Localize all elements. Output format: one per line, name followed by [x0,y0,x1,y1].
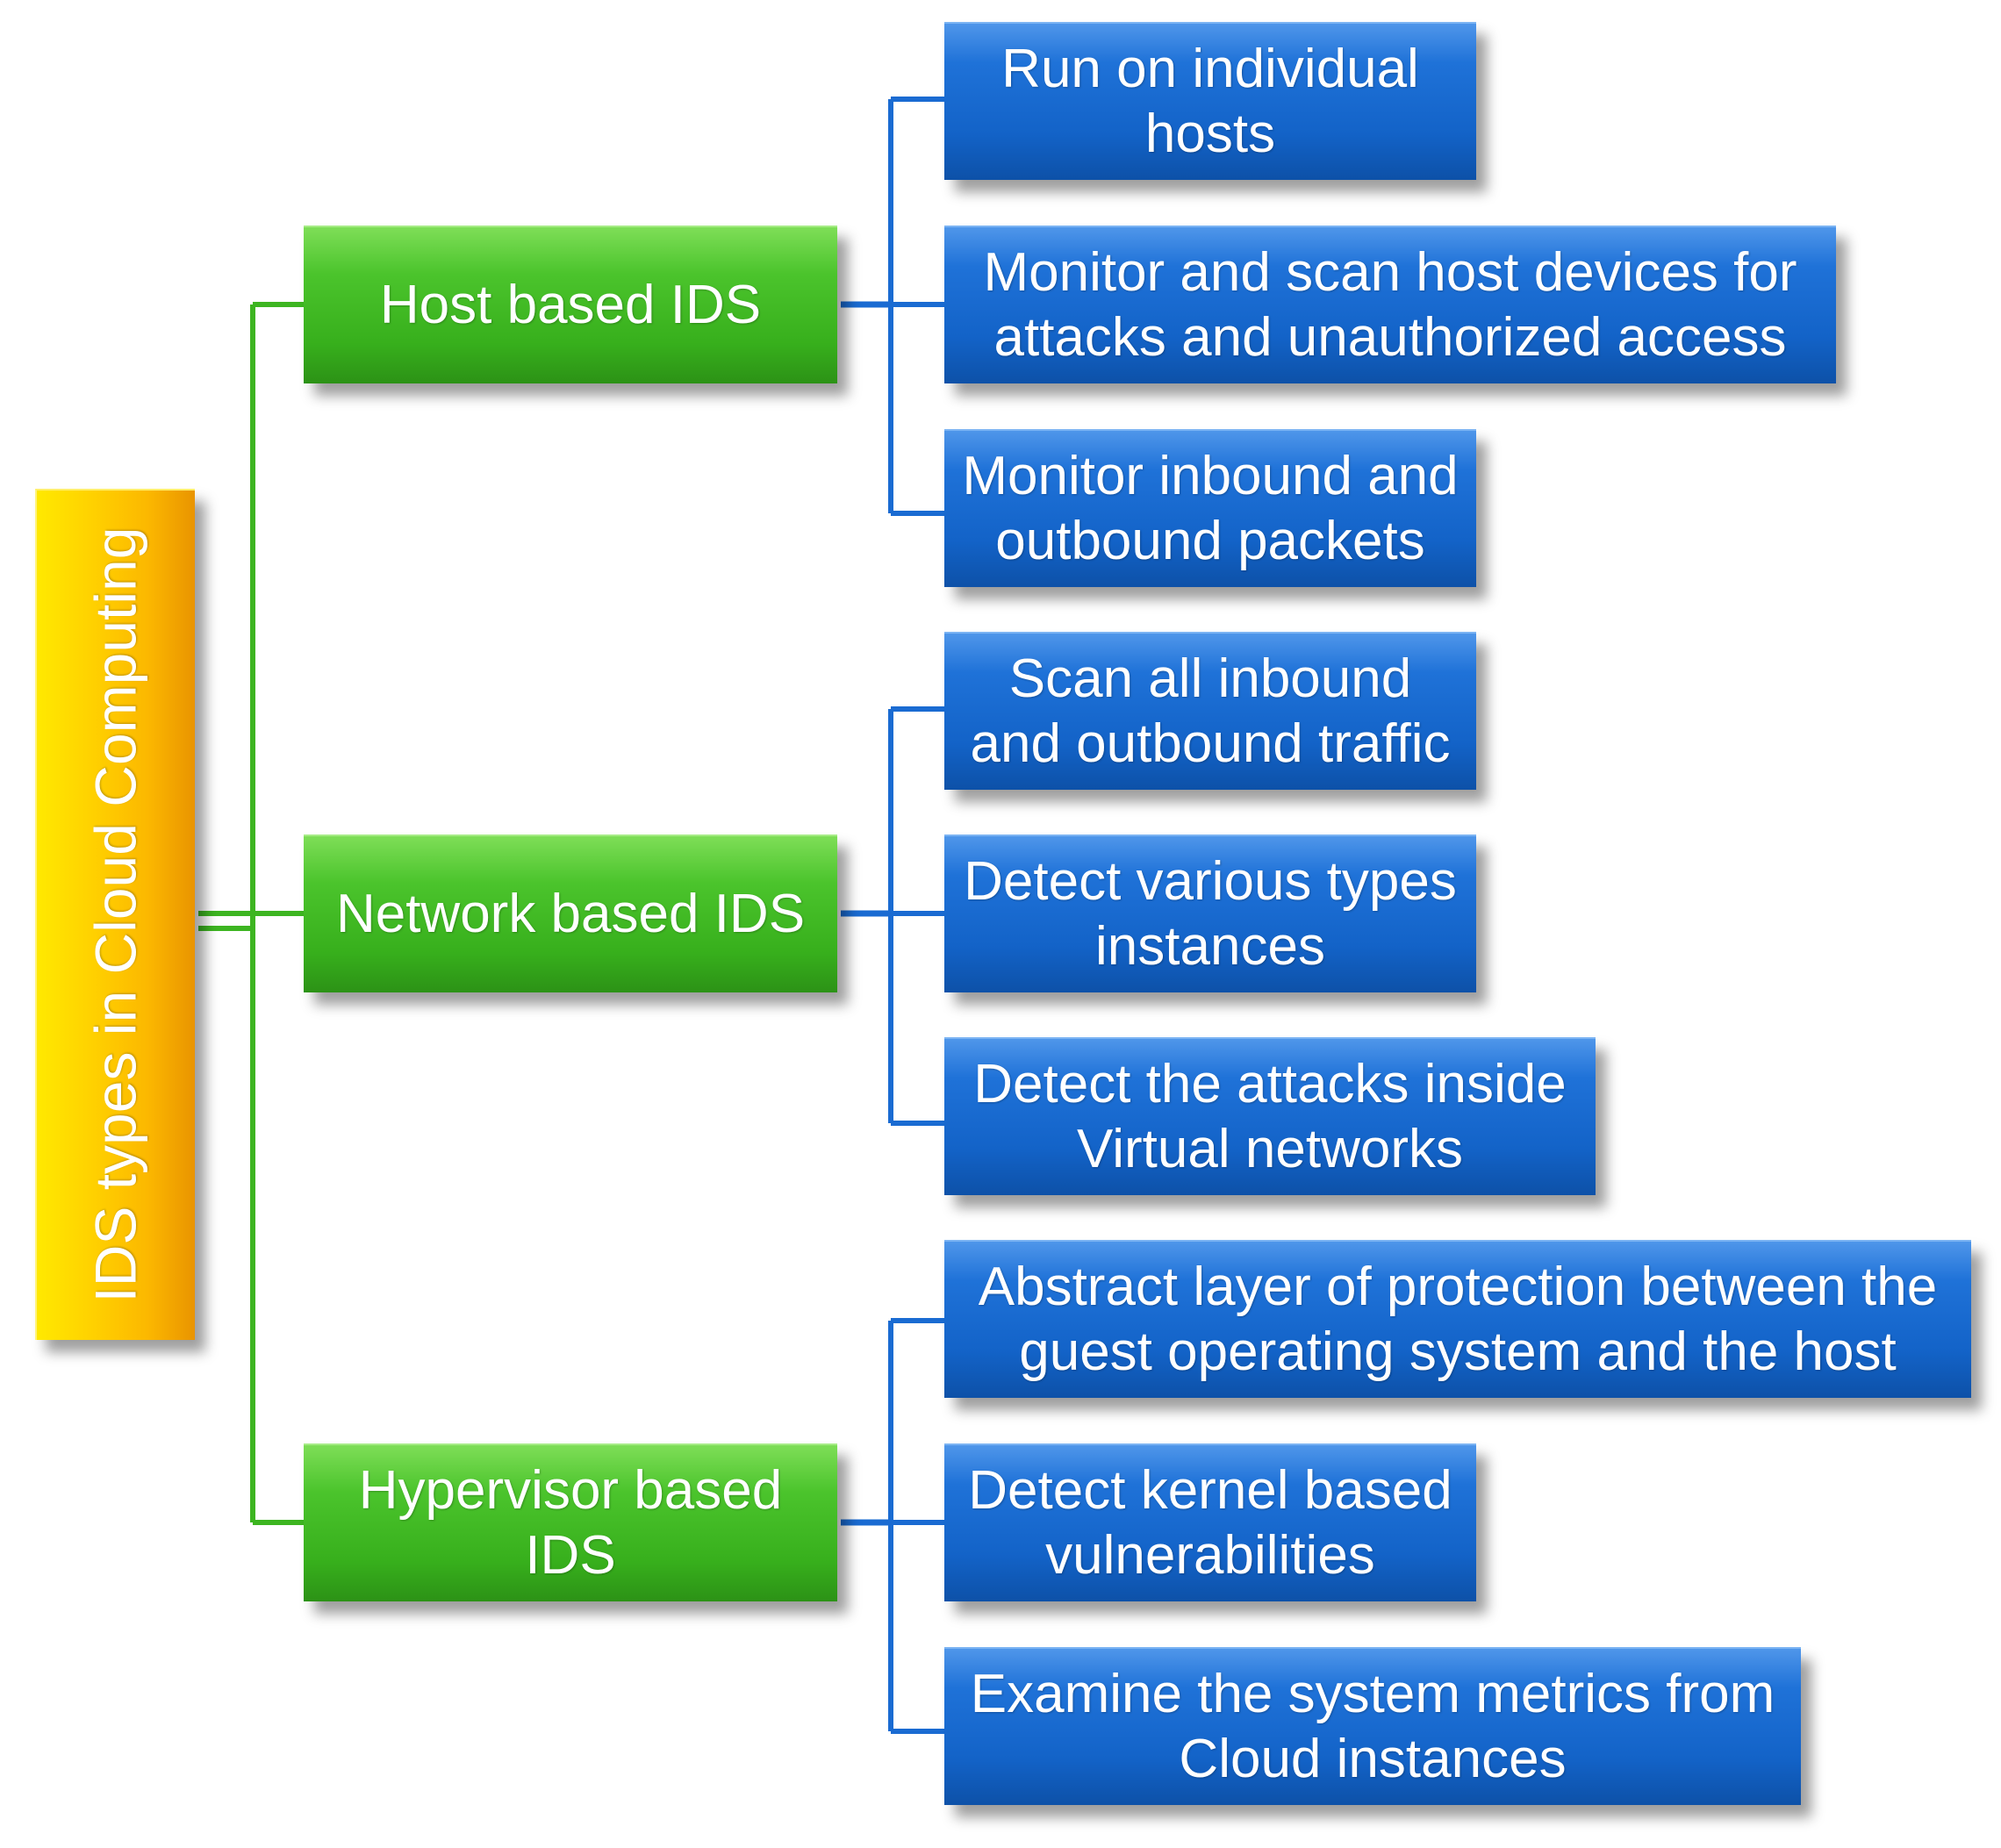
category-host-based-ids: Host based IDS [304,226,837,383]
category-label: Network based IDS [335,883,806,944]
root-to-category-connectors [198,302,304,1525]
item-label: Abstract layer of protection between the… [978,1256,1938,1382]
network-item-detect-instances: Detect various types instances [944,834,1476,992]
host-item-run-on-individual-hosts: Run on individual hosts [944,22,1476,180]
item-label: Monitor inbound and outbound packets [962,445,1459,571]
item-label: Detect various types instances [964,850,1457,977]
item-label: Detect kernel based vulnerabilities [968,1459,1452,1586]
item-label: Monitor and scan host devices for attack… [983,241,1797,368]
host-item-monitor-and-scan: Monitor and scan host devices for attack… [944,226,1836,383]
root-node: IDS types in Cloud Computing [35,489,195,1340]
category-network-based-ids: Network based IDS [304,834,837,992]
hypervisor-item-abstract-layer: Abstract layer of protection between the… [944,1240,1971,1398]
category-label: Hypervisor based IDS [358,1459,783,1586]
hypervisor-item-system-metrics: Examine the system metrics from Cloud in… [944,1647,1801,1805]
category-label: Host based IDS [379,274,762,335]
item-label: Detect the attacks inside Virtual networ… [973,1053,1567,1179]
network-item-detect-attacks: Detect the attacks inside Virtual networ… [944,1037,1596,1195]
host-item-monitor-packets: Monitor inbound and outbound packets [944,429,1476,587]
category-to-item-connectors [841,97,944,1734]
category-hypervisor-based-ids: Hypervisor based IDS [304,1443,837,1601]
network-item-scan-traffic: Scan all inbound and outbound traffic [944,632,1476,790]
item-label: Run on individual hosts [1001,38,1419,164]
root-label: IDS types in Cloud Computing [82,526,148,1304]
item-label: Scan all inbound and outbound traffic [970,648,1451,774]
item-label: Examine the system metrics from Cloud in… [970,1663,1775,1789]
hypervisor-item-kernel-vulnerabilities: Detect kernel based vulnerabilities [944,1443,1476,1601]
